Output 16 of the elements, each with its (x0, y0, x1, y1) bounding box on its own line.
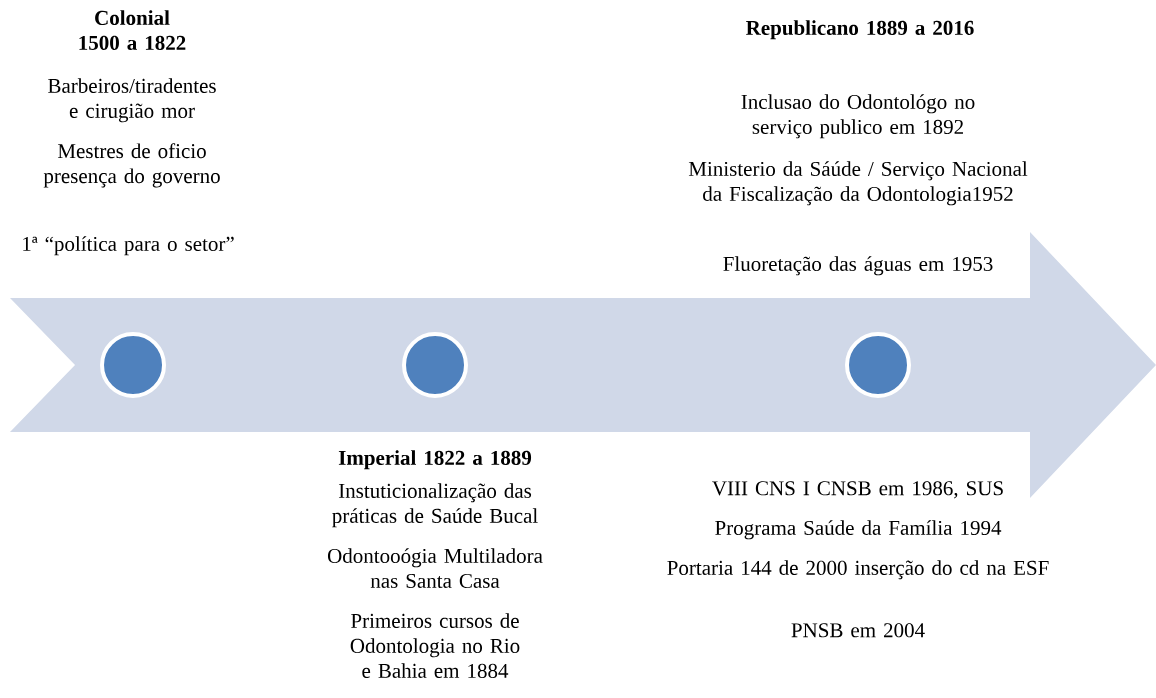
event-text: Mestres de oficio presença do governo (43, 143, 220, 188)
period-heading: Colonial 1500 a 1822 (79, 10, 186, 50)
period-heading: Republicano 1889 a 2016 (746, 20, 974, 40)
timeline-dot (402, 332, 468, 398)
event-text: Odontooógia Multiladora nas Santa Casa (327, 548, 543, 588)
event-text: Barbeiros/tiradentes e cirugião mor (48, 78, 216, 123)
event-text: Inclusao do Odontológo no serviço publico em 1892 (741, 94, 975, 139)
event-text: Ministerio da Sáúde / Serviço Nacional da Fiscalização da Odontologia1952 (688, 161, 1028, 206)
event-text: Programa Saúde da Família 1994 (715, 520, 1002, 540)
event-text: Instuticionalização das práticas de Saúde Bucal (332, 483, 538, 528)
event-text: PNSB em 2004 (791, 623, 925, 638)
timeline-dot (100, 332, 166, 398)
event-text: Primeiros cursos de Odontologia no Rio e Bahia em 1884 (350, 613, 520, 678)
event-text: VIII CNS I CNSB em 1986, SUS (712, 481, 1003, 499)
timeline-dot (845, 332, 911, 398)
event-text: Portaria 144 de 2000 inserção do cd na ESF (667, 560, 1049, 580)
